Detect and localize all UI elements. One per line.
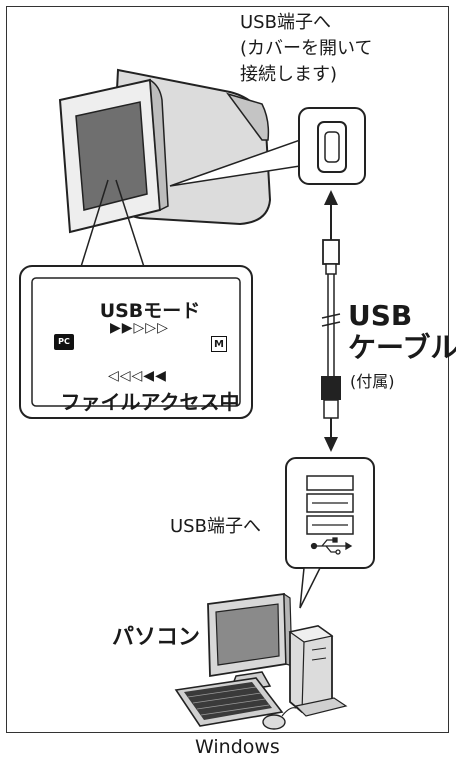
camcorder-lcd-screen	[75, 101, 148, 211]
camcorder-illustration	[58, 68, 272, 234]
lcd-mode-title: USBモード	[99, 300, 201, 322]
usb-cable	[321, 190, 341, 452]
pc-label: パソコン	[112, 625, 201, 650]
lcd-status-text: ファイルアクセス中	[60, 390, 240, 414]
usb-symbol-icon	[310, 537, 353, 555]
usb-cable-label: USB ケーブル	[348, 299, 456, 364]
figure-frame	[6, 6, 449, 733]
camera-usb-port-label: USB端子へ (カバーを開いて 接続します)	[240, 12, 373, 85]
memory-icon: M	[211, 336, 227, 352]
lcd-forward-arrows: ▶▶▷▷▷	[110, 320, 169, 336]
os-label: Windows	[195, 736, 280, 758]
camera-usb-port-callout	[298, 107, 366, 185]
usb-cable-note: (付属)	[350, 372, 395, 391]
mouse	[262, 714, 286, 730]
pc-usb-port-label: USB端子へ	[170, 516, 261, 537]
pc-usb-port-callout	[285, 457, 375, 569]
pc-icon: PC	[54, 334, 74, 350]
desktop-pc-illustration	[174, 592, 348, 730]
lcd-backward-arrows: ◁◁◁◀◀	[108, 368, 167, 384]
